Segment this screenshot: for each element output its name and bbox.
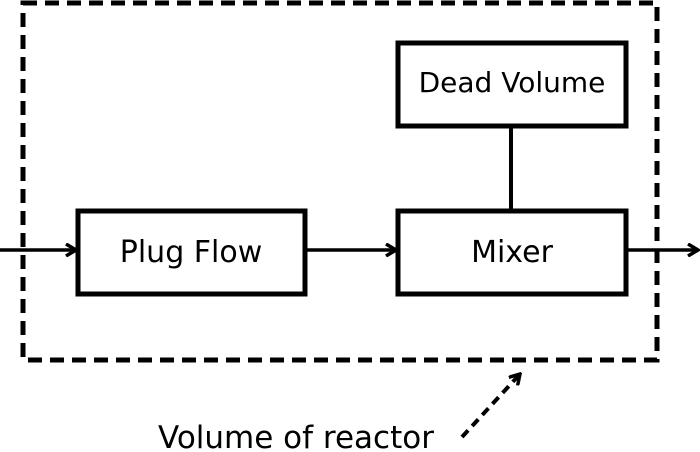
- plug-flow-label: Plug Flow: [120, 235, 263, 270]
- reactor-boundary: [20, 0, 660, 363]
- boundary-pointer-arrow: [460, 374, 520, 439]
- mixer-label: Mixer: [471, 235, 554, 270]
- dead-volume-label: Dead Volume: [419, 66, 606, 99]
- plug-flow-block: Plug Flow: [75, 208, 308, 297]
- mixer-block: Mixer: [395, 208, 629, 297]
- dead-volume-block: Dead Volume: [395, 40, 629, 129]
- boundary-label: Volume of reactor: [158, 420, 434, 452]
